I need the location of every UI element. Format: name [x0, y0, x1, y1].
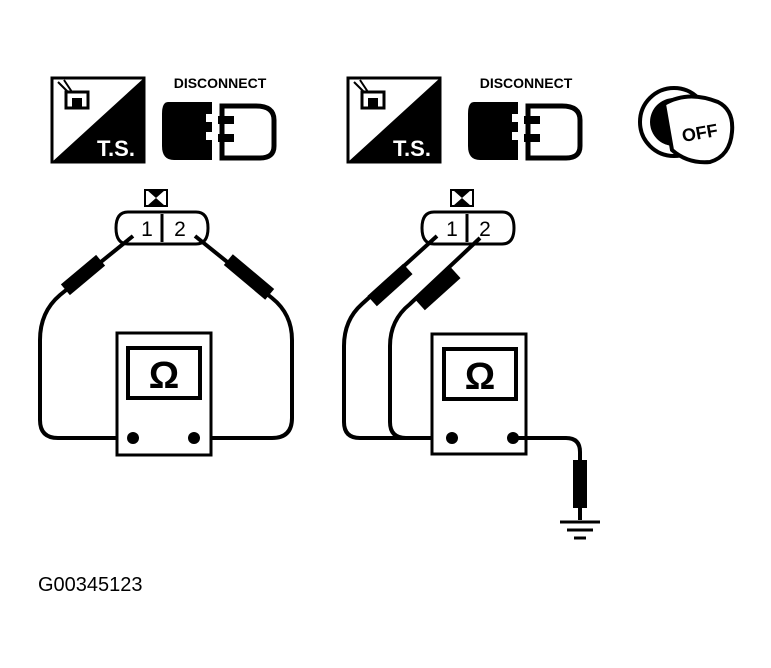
ground-lead — [513, 436, 582, 520]
disconnect-icon-left: DISCONNECT — [162, 75, 277, 161]
circuit-left: 1 2 Ω — [38, 189, 294, 457]
figure-code: G00345123 — [38, 574, 143, 596]
connector-left: 1 2 — [114, 189, 210, 246]
pin-2-label: 2 — [174, 218, 186, 241]
ohm-symbol: Ω — [465, 356, 495, 398]
ts-icon-right: T.S. — [346, 76, 442, 164]
connector-right: 1 2 — [420, 189, 516, 246]
connector-small-icon — [353, 79, 386, 110]
probe-tip-2 — [415, 267, 461, 311]
pin-1-label: 1 — [141, 218, 153, 241]
disconnect-label: DISCONNECT — [174, 75, 267, 91]
circuit-right: 1 2 Ω — [342, 189, 600, 540]
pin-1-label: 1 — [446, 218, 458, 241]
disconnect-icon-right: DISCONNECT — [468, 75, 583, 161]
ohmmeter-left: Ω — [115, 331, 213, 457]
ignition-key-icon: OFF — [638, 86, 735, 165]
ground-icon — [560, 520, 600, 540]
ts-label: T.S. — [393, 136, 431, 161]
probe-tip-1 — [367, 263, 413, 307]
ohmmeter-right: Ω — [430, 332, 528, 456]
probe-lead-1 — [342, 234, 452, 440]
connector-small-icon — [57, 79, 90, 110]
probe-lead-2 — [193, 234, 294, 440]
probe-lead-2 — [388, 236, 482, 440]
probe-tip-1 — [60, 254, 106, 296]
probe-lead-1 — [38, 234, 135, 440]
ts-label: T.S. — [97, 136, 135, 161]
ground-probe — [573, 460, 587, 508]
ohm-symbol: Ω — [149, 355, 179, 397]
probe-tip-2 — [223, 254, 275, 300]
disconnect-label: DISCONNECT — [480, 75, 573, 91]
pin-2-label: 2 — [479, 218, 491, 241]
ts-icon-left: T.S. — [50, 76, 146, 164]
